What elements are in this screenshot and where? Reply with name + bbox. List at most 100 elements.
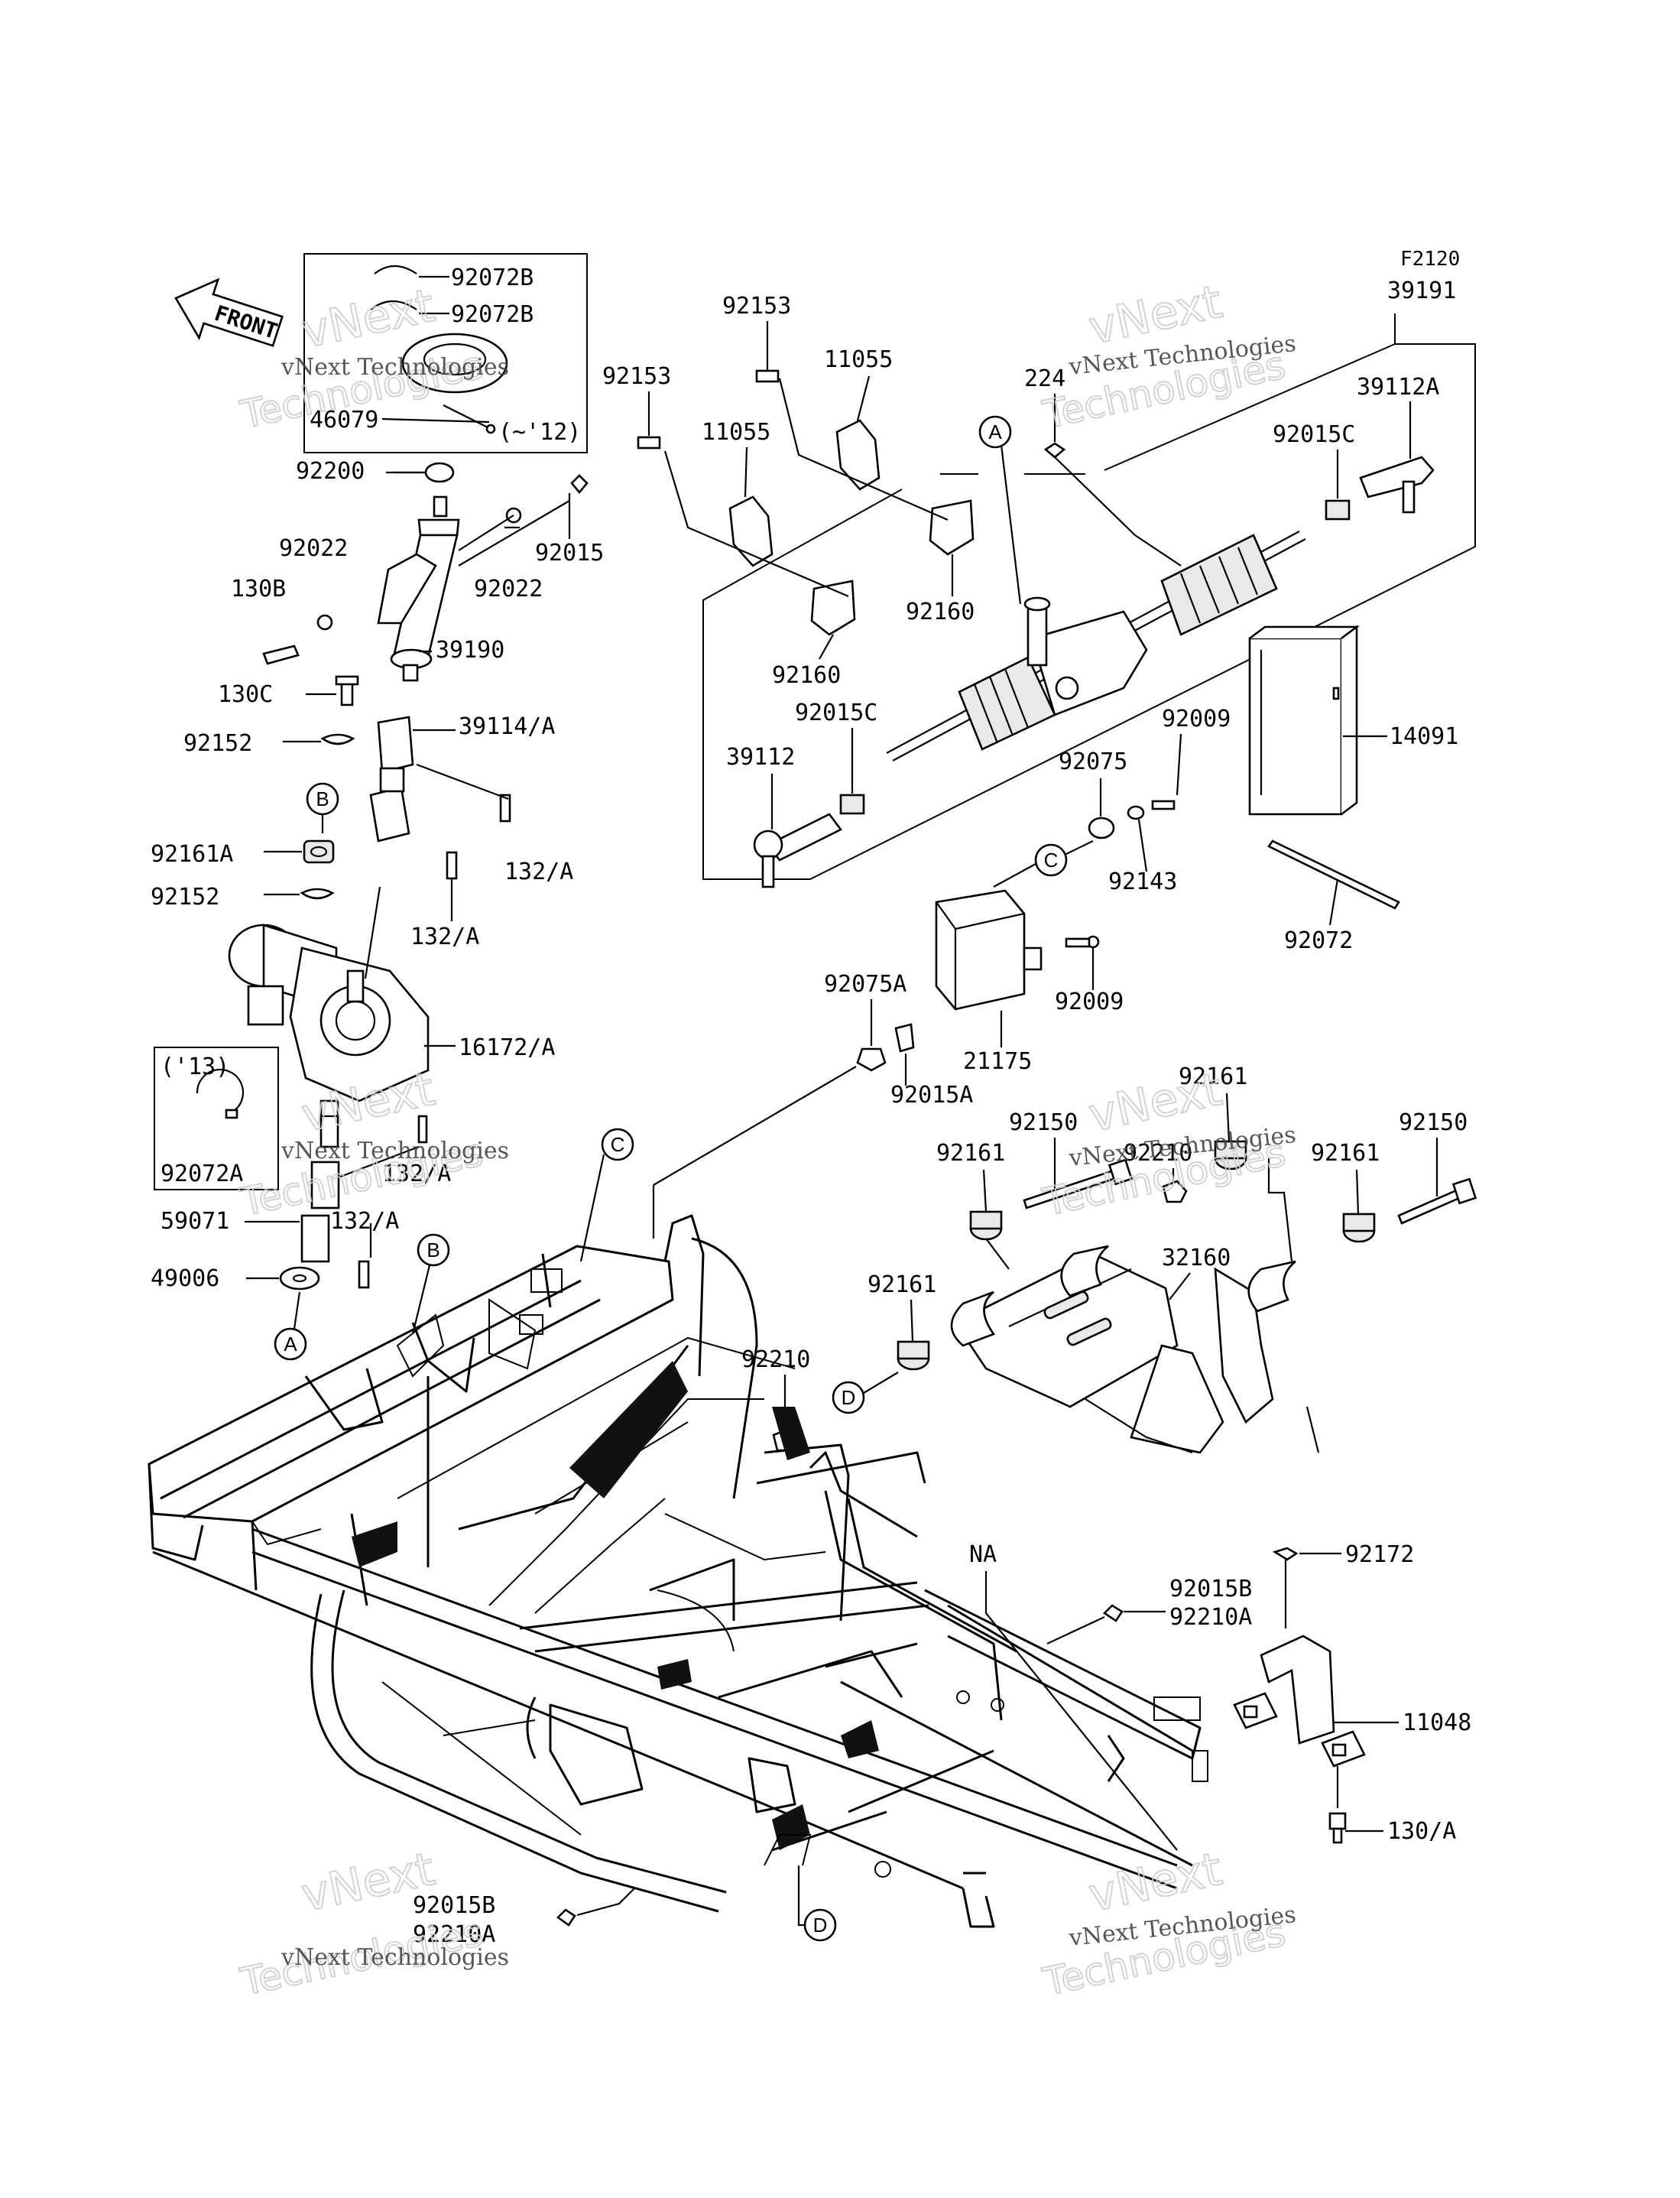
label-NA: NA [969,1541,997,1568]
watermark-bottom-left: vNext Technologies vNext Technologies [235,1842,509,2005]
strap-92072 [1267,839,1400,910]
label-92161-d: 92161 [868,1271,936,1298]
label-92150-b: 92150 [1399,1109,1468,1136]
label-130A: 130/A [1387,1818,1456,1845]
label-92075: 92075 [1059,748,1127,775]
bushing-92161-d [897,1340,930,1371]
steering-column [262,462,589,682]
horn-kit-box [303,253,588,453]
label-92022-a: 92022 [279,535,348,562]
label-92072B-1: 92072B [451,265,534,291]
svg-text:D: D [842,1386,856,1409]
washers-92075 [1088,800,1176,839]
label-92210-a: 92210 [1124,1140,1192,1167]
label-49006: 49006 [151,1265,219,1292]
svg-text:vNext Technologies: vNext Technologies [281,354,509,381]
callout-A-rack: A [978,415,1012,449]
label-39191: 39191 [1387,278,1456,304]
label-92152-b: 92152 [151,884,219,911]
label-11055-b: 11055 [702,419,770,446]
label-39190: 39190 [436,637,504,664]
label-14091: 14091 [1390,723,1458,750]
label-39114A: 39114/A [459,713,555,740]
label-92161A: 92161A [151,841,233,868]
label-11055-a: 11055 [824,346,893,373]
callout-D-upper: D [832,1381,865,1414]
label-92200: 92200 [296,458,365,485]
label-92075A: 92075A [824,971,906,998]
label-92022-b: 92022 [474,576,543,602]
label-16172A: 16172/A [459,1034,555,1061]
label-132A-2: 132/A [410,924,479,950]
label-132A-4: 132/A [330,1208,399,1235]
vehicle-frame [148,1185,1208,1928]
svg-text:A: A [988,420,1002,443]
ecu-21175 [935,889,1100,1011]
label-130C: 130C [218,681,273,708]
callout-D-frame: D [803,1908,837,1942]
label-92150-a: 92150 [1009,1109,1078,1136]
label-92143: 92143 [1108,868,1177,895]
watermark-mid-right: vNext Technologies vNext Technologies [1038,1062,1297,1226]
label-92015C-a: 92015C [1273,421,1355,448]
svg-text:vNext Technologies: vNext Technologies [281,1138,509,1164]
label-92210A-a: 92210A [1169,1604,1252,1631]
label-59071: 59071 [161,1208,229,1235]
svg-text:B: B [316,787,329,810]
front-arrow-icon: FRONT [174,278,284,347]
callout-C-frame: C [601,1128,634,1161]
callout-A-left: A [274,1327,307,1361]
damper-92161A [303,839,335,864]
label-92172: 92172 [1345,1541,1414,1568]
label-92015: 92015 [535,540,604,567]
label-92210-b: 92210 [741,1346,810,1373]
label-92009-a: 92009 [1162,706,1231,732]
label-11048: 11048 [1403,1709,1471,1736]
suspension-arm-32160 [950,1245,1320,1454]
label-92161-b: 92161 [936,1140,1005,1167]
tool-box-14091 [1248,625,1360,816]
label-92160-b: 92160 [772,662,841,689]
label-92015B-b: 92015B [413,1892,495,1919]
label-92072: 92072 [1284,927,1353,954]
svg-text:vNext Technologies: vNext Technologies [281,1944,509,1971]
label-92153-b: 92153 [602,363,671,390]
label-92072A: 92072A [161,1161,243,1187]
callout-B-frame: B [417,1233,450,1267]
bushing-92161-b [1214,1140,1247,1170]
watermark-top-right: vNext Technologies vNext Technologies [1038,274,1297,438]
steering-rack-group [637,313,1476,888]
bolt-92150-a [1023,1158,1134,1209]
bushing-92161-a [969,1210,1003,1241]
diagram-id: F2120 [1400,248,1460,271]
label-46079: 46079 [310,407,378,433]
bolt-92150-b [1397,1177,1477,1225]
label-92009-b: 92009 [1055,989,1124,1015]
bushing-92161-c [1342,1213,1376,1243]
callout-C-ecu: C [1034,843,1068,877]
svg-text:C: C [611,1133,625,1156]
label-13-note: ('13) [161,1054,229,1080]
label-92161-a: 92161 [1179,1063,1247,1090]
label-92152-a: 92152 [183,730,252,757]
label-39112A: 39112A [1357,374,1439,401]
label-92072B-2: 92072B [451,301,534,328]
power-steering-unit [228,886,430,1148]
watermark-mid-left: vNext Technologies vNext Technologies [235,1062,509,1226]
label-92015A: 92015A [890,1082,973,1109]
label-92015B-a: 92015B [1169,1576,1252,1602]
label-224: 224 [1024,365,1065,392]
svg-text:C: C [1044,849,1059,872]
bracket-11048 [1233,1547,1366,1844]
svg-text:A: A [284,1333,297,1355]
label-92160-a: 92160 [906,599,975,625]
label-130B: 130B [231,576,286,602]
label-92161-c: 92161 [1311,1140,1380,1167]
label-132A-1: 132/A [504,859,573,885]
svg-text:D: D [813,1914,828,1937]
callout-B-upper: B [306,782,339,816]
watermark-bottom-right: vNext Technologies vNext Technologies [1038,1842,1297,2005]
universal-joint [335,675,511,880]
clamp-kit-box [154,1047,279,1190]
